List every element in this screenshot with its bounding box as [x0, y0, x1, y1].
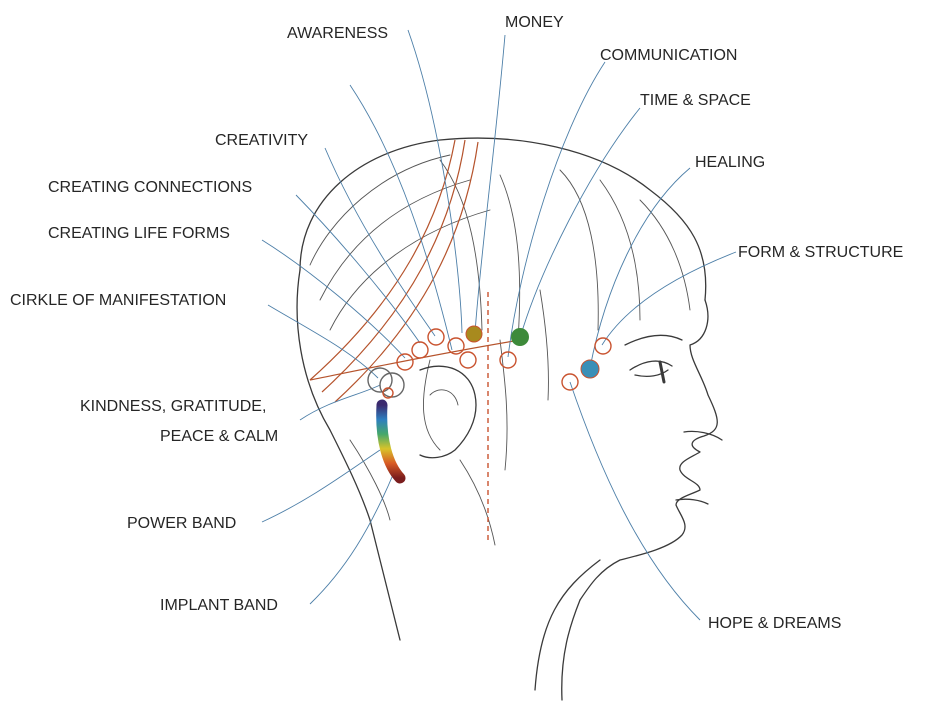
label-creating-life-forms: CREATING LIFE FORMS [48, 225, 230, 242]
energy-points [368, 326, 611, 398]
label-creating-connections: CREATING CONNECTIONS [48, 179, 252, 196]
point-money [466, 326, 482, 342]
label-awareness: AWARENESS [287, 25, 388, 42]
label-healing: HEALING [695, 154, 765, 171]
label-kindness-line1: KINDNESS, GRATITUDE, [80, 398, 266, 415]
hair-strokes [310, 155, 690, 545]
label-kindness-line2: PEACE & CALM [160, 428, 278, 445]
label-time-space: TIME & SPACE [640, 92, 751, 109]
point-awareness-2 [460, 352, 476, 368]
label-communication: COMMUNICATION [600, 47, 737, 64]
label-circle-of-manifestation: CIRKLE OF MANIFESTATION [10, 292, 226, 309]
label-implant-band: IMPLANT BAND [160, 597, 278, 614]
point-healing [581, 360, 599, 378]
labels: AWARENESS MONEY COMMUNICATION TIME & SPA… [10, 14, 903, 632]
point-form-structure [595, 338, 611, 354]
copper-lines [310, 140, 520, 402]
label-form-structure: FORM & STRUCTURE [738, 244, 903, 261]
label-power-band: POWER BAND [127, 515, 236, 532]
point-communication [511, 328, 529, 346]
label-money: MONEY [505, 14, 564, 31]
point-creating-connections [412, 342, 428, 358]
label-hope-dreams: HOPE & DREAMS [708, 615, 841, 632]
point-creativity [428, 329, 444, 345]
power-band [382, 405, 400, 478]
label-creativity: CREATIVITY [215, 132, 308, 149]
